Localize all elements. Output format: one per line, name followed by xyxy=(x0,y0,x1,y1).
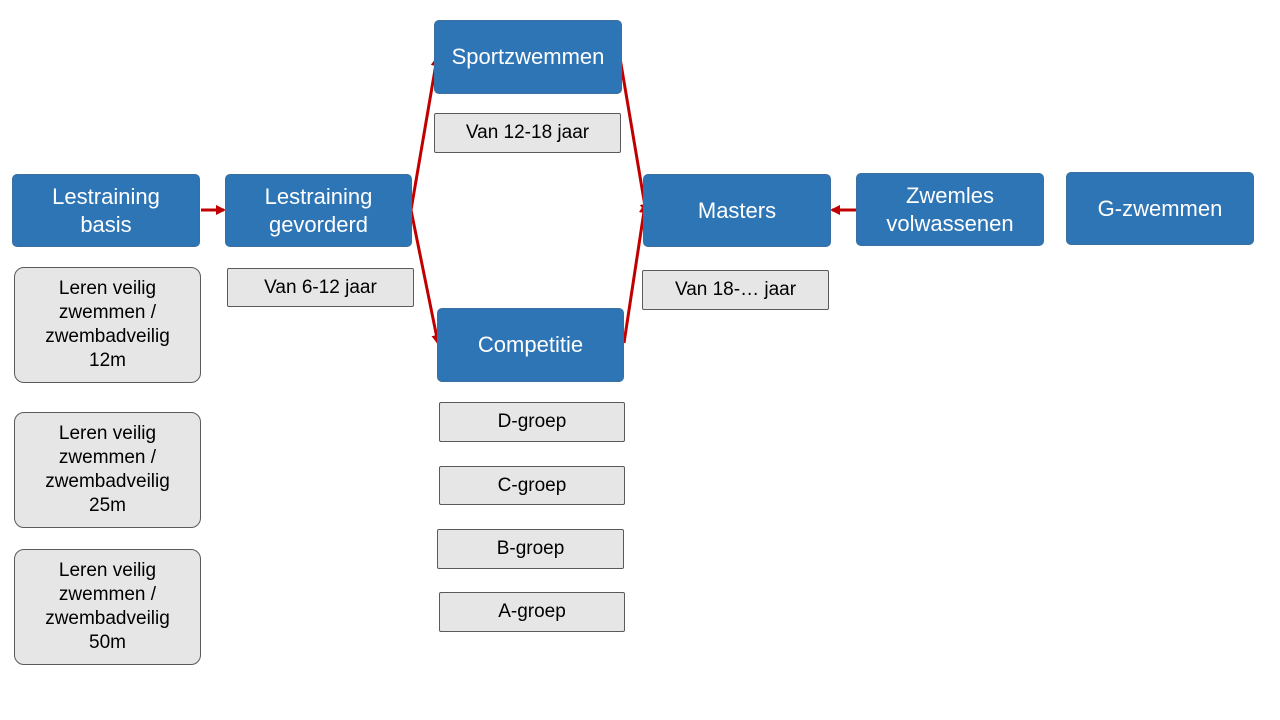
arrow-sportzwemmen-to-masters xyxy=(618,57,650,214)
note-group-c: C-groep xyxy=(439,466,625,505)
node-lestraining-basis: Lestraining basis xyxy=(12,174,200,247)
node-g-zwemmen: G-zwemmen xyxy=(1066,172,1254,245)
note-sportzwemmen-age: Van 12-18 jaar xyxy=(434,113,621,153)
note-masters-age: Van 18-… jaar xyxy=(642,270,829,310)
arrow-gevorderd-to-sportzwemmen xyxy=(409,56,441,211)
node-lestraining-gevorderd: Lestraining gevorderd xyxy=(225,174,412,247)
node-competitie: Competitie xyxy=(437,308,624,382)
note-group-a: A-groep xyxy=(439,592,625,632)
note-basis-50m: Leren veilig zwemmen / zwembadveilig 50m xyxy=(14,549,201,665)
node-sportzwemmen: Sportzwemmen xyxy=(434,20,622,94)
note-group-b: B-groep xyxy=(437,529,624,569)
node-masters: Masters xyxy=(643,174,831,247)
note-gevorderd-age: Van 6-12 jaar xyxy=(227,268,414,307)
node-zwemles-volwassenen: Zwemles volwassenen xyxy=(856,173,1044,246)
arrow-competitie-to-masters xyxy=(622,203,649,344)
arrow-gevorderd-to-competitie xyxy=(409,209,442,345)
note-basis-12m: Leren veilig zwemmen / zwembadveilig 12m xyxy=(14,267,201,383)
note-basis-25m: Leren veilig zwemmen / zwembadveilig 25m xyxy=(14,412,201,528)
note-group-d: D-groep xyxy=(439,402,625,442)
